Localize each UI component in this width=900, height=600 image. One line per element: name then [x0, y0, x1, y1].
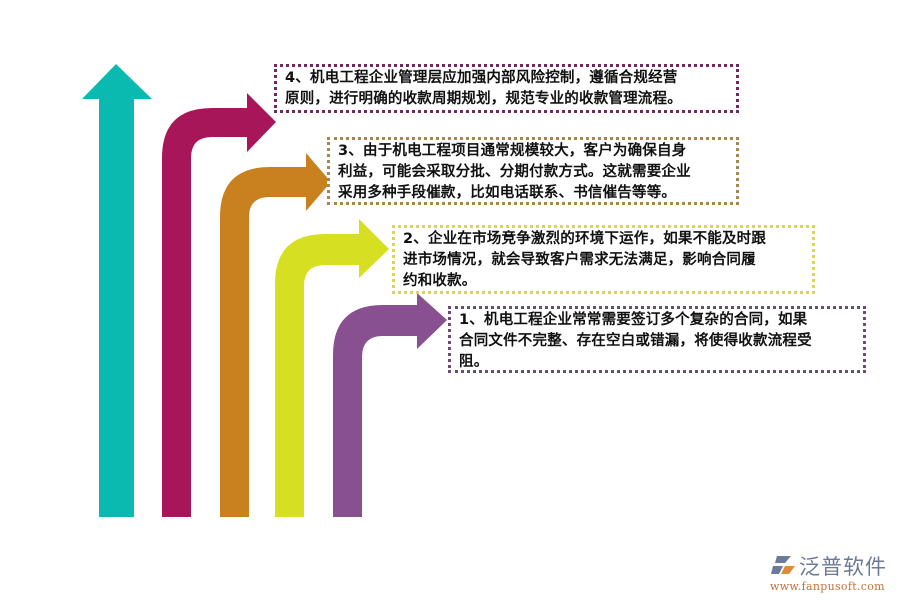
item-4-line-2: 原则，进行明确的收款周期规划，规范专业的收款管理流程。	[285, 91, 682, 107]
watermark-brand: 泛普软件	[799, 555, 887, 579]
item-3-line-3: 采用多种手段催款，比如电话联系、书信催告等等。	[338, 185, 677, 201]
bent-arrow-orange-icon	[220, 153, 331, 517]
item-3-line-2: 利益，可能会采取分批、分期付款方式。这就需要企业	[338, 164, 691, 180]
item-1-line-1: 1、机电工程企业常常需要签订多个复杂的合同，如果	[459, 312, 808, 328]
item-4-line-1: 4、机电工程企业管理层应加强内部风险控制，遵循合规经营	[285, 70, 678, 86]
item-2-line-1: 2、企业在市场竞争激烈的环境下运作，如果不能及时跟	[403, 231, 767, 247]
arrow-up-teal-icon	[82, 64, 152, 517]
bent-arrow-magenta-icon	[162, 93, 276, 517]
item-1-line-3: 阻。	[459, 354, 489, 370]
text-box-item-1: 1、机电工程企业常常需要签订多个复杂的合同，如果 合同文件不完整、存在空白或错漏…	[448, 306, 866, 373]
watermark-url: www.fanpusoft.com	[770, 580, 885, 593]
watermark-logo: 泛普软件 www.fanpusoft.com	[766, 550, 896, 595]
item-3-line-1: 3、由于机电工程项目通常规模较大，客户为确保自身	[338, 143, 687, 159]
bent-arrow-purple-icon	[333, 293, 447, 517]
fanpu-logo-icon	[771, 556, 795, 574]
item-2-line-2: 进市场情况，就会导致客户需求无法满足，影响合同履	[403, 252, 756, 268]
text-box-item-2: 2、企业在市场竞争激烈的环境下运作，如果不能及时跟 进市场情况，就会导致客户需求…	[392, 225, 815, 294]
item-1-line-2: 合同文件不完整、存在空白或错漏，将使得收款流程受	[459, 333, 812, 349]
bent-arrow-yellow-icon	[275, 219, 389, 517]
text-box-item-3: 3、由于机电工程项目通常规模较大，客户为确保自身 利益，可能会采取分批、分期付款…	[327, 137, 739, 205]
text-box-item-4: 4、机电工程企业管理层应加强内部风险控制，遵循合规经营 原则，进行明确的收款周期…	[274, 64, 739, 113]
item-2-line-3: 约和收款。	[403, 273, 477, 289]
